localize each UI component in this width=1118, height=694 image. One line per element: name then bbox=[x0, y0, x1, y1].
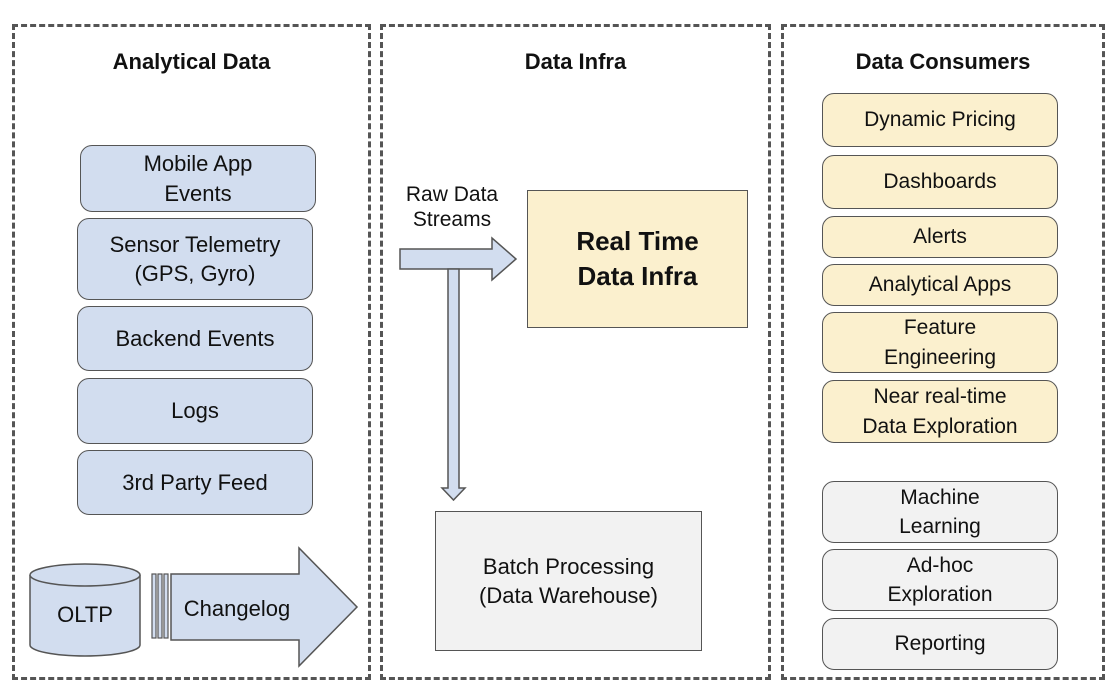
consumer-analytical-apps: Analytical Apps bbox=[822, 264, 1058, 306]
consumer-label: Near real-time Data Exploration bbox=[862, 385, 1018, 438]
changelog-bar bbox=[157, 573, 163, 639]
source-label: Logs bbox=[171, 398, 219, 424]
raw-data-streams-label: Raw Data Streams bbox=[405, 183, 499, 232]
consumer-machine-learning: Machine Learning bbox=[822, 481, 1058, 543]
raw-data-streams-arrow bbox=[399, 236, 518, 282]
consumer-label: Dashboards bbox=[883, 170, 997, 194]
data-consumers-panel: Data Consumers bbox=[781, 24, 1105, 680]
consumer-label: Analytical Apps bbox=[868, 273, 1012, 297]
batch-processing-box: Batch Processing (Data Warehouse) bbox=[435, 511, 702, 651]
changelog-arrow bbox=[170, 546, 359, 668]
source-label: Mobile App Events bbox=[143, 151, 253, 206]
consumer-ad-hoc-exploration: Ad-hoc Exploration bbox=[822, 549, 1058, 611]
realtime-data-infra-box: Real Time Data Infra bbox=[527, 190, 748, 328]
source-label: Backend Events bbox=[115, 325, 275, 351]
source-3rd-party-feed: 3rd Party Feed bbox=[77, 450, 313, 515]
source-mobile-app-events: Mobile App Events bbox=[80, 145, 316, 212]
changelog-label: Changelog bbox=[183, 596, 291, 621]
oltp-cylinder bbox=[29, 563, 141, 657]
panel-title-data-consumers: Data Consumers bbox=[855, 49, 1031, 74]
changelog-bar bbox=[163, 573, 169, 639]
consumer-alerts: Alerts bbox=[822, 216, 1058, 258]
source-sensor-telemetry: Sensor Telemetry (GPS, Gyro) bbox=[77, 218, 313, 300]
consumer-label: Reporting bbox=[894, 632, 986, 656]
source-backend-events: Backend Events bbox=[77, 306, 313, 371]
consumer-dynamic-pricing: Dynamic Pricing bbox=[822, 93, 1058, 147]
consumer-label: Feature Engineering bbox=[883, 316, 997, 369]
source-logs: Logs bbox=[77, 378, 313, 444]
consumer-near-real-time-exploration: Near real-time Data Exploration bbox=[822, 380, 1058, 443]
consumer-dashboards: Dashboards bbox=[822, 155, 1058, 209]
consumer-label: Machine Learning bbox=[899, 485, 981, 538]
consumer-feature-engineering: Feature Engineering bbox=[822, 312, 1058, 373]
source-label: 3rd Party Feed bbox=[122, 469, 268, 495]
source-label: Sensor Telemetry (GPS, Gyro) bbox=[109, 231, 281, 286]
batch-down-arrow bbox=[440, 268, 467, 502]
realtime-label: Real Time Data Infra bbox=[576, 225, 699, 291]
consumer-label: Ad-hoc Exploration bbox=[887, 553, 993, 606]
oltp-label: OLTP bbox=[57, 602, 113, 627]
panel-title-data-infra: Data Infra bbox=[524, 49, 627, 74]
changelog-bar bbox=[151, 573, 157, 639]
batch-label: Batch Processing (Data Warehouse) bbox=[479, 553, 658, 608]
consumer-label: Alerts bbox=[913, 225, 967, 249]
consumer-label: Dynamic Pricing bbox=[864, 108, 1016, 132]
analytical-data-panel: Analytical Data bbox=[12, 24, 371, 680]
consumer-reporting: Reporting bbox=[822, 618, 1058, 670]
data-infra-panel: Data Infra bbox=[380, 24, 771, 680]
panel-title-analytical-data: Analytical Data bbox=[112, 49, 271, 74]
